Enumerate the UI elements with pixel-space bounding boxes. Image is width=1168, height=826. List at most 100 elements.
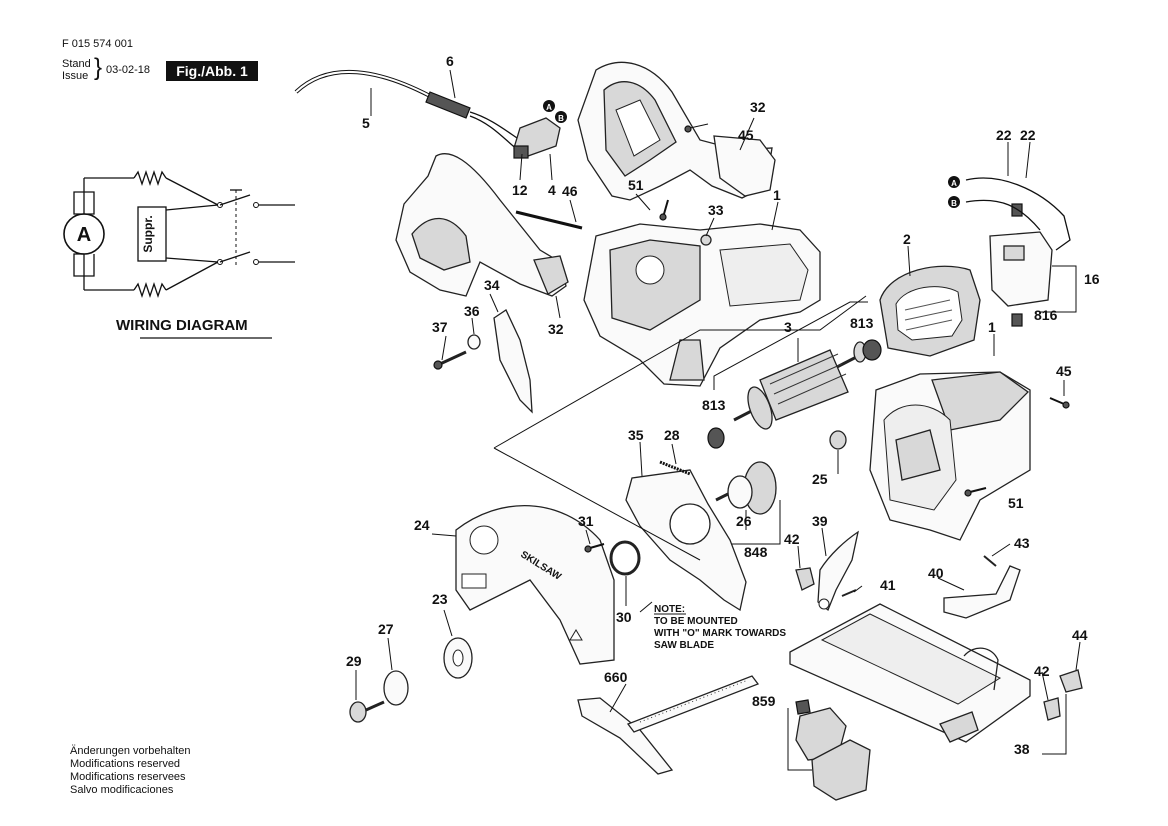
handle-half-left [395, 153, 583, 297]
cord-protector [425, 91, 471, 119]
wiring-diagram-title: WIRING DIAGRAM [116, 317, 248, 334]
callout-1-center: 1 [773, 187, 781, 203]
motor-housing-right [869, 371, 1031, 541]
rip-fence [577, 675, 760, 775]
resistor-top [133, 169, 167, 187]
footer-line-3: Modifications reservees [70, 771, 186, 783]
resistor-bottom [133, 281, 167, 299]
note-line-1: TO BE MOUNTED [654, 616, 738, 627]
leader-lines [355, 69, 1081, 713]
callout-2: 2 [903, 231, 911, 247]
screw-43 [983, 555, 997, 567]
svg-text:A: A [951, 179, 957, 188]
screw-51 [659, 199, 669, 221]
callout-859: 859 [752, 693, 776, 709]
stand-label: Stand [62, 58, 91, 70]
callout-38: 38 [1014, 741, 1030, 757]
bearing-813-upper [862, 339, 882, 361]
callout-44: 44 [1072, 627, 1088, 643]
footer-line-2: Modifications reserved [70, 758, 181, 770]
callout-5: 5 [362, 115, 370, 131]
callout-31: 31 [578, 513, 594, 529]
callout-46: 46 [562, 183, 578, 199]
brush-holder-assembly: A B [948, 176, 1077, 327]
callout-22-left: 22 [996, 127, 1012, 143]
bearing-813-lower [707, 427, 725, 449]
screw-51-right [964, 487, 987, 497]
callout-35: 35 [628, 427, 644, 443]
callout-51-right: 51 [1008, 495, 1024, 511]
callout-4: 4 [548, 182, 556, 198]
callout-41: 41 [880, 577, 896, 593]
gear-assembly [711, 430, 847, 545]
callout-51-upper: 51 [628, 177, 644, 193]
mounting-note: NOTE: TO BE MOUNTED WITH "O" MARK TOWARD… [654, 604, 786, 651]
figure-label: Fig./Abb. 1 [166, 61, 258, 81]
callout-26: 26 [736, 513, 752, 529]
knob-42-right [1043, 697, 1061, 721]
screw-45-right [1049, 397, 1070, 409]
washer-27 [383, 670, 409, 706]
power-cord [294, 69, 521, 151]
suppressor-label: Suppr. [141, 215, 155, 252]
bevel-bracket [795, 530, 859, 612]
issue-date: 03-02-18 [106, 64, 151, 76]
brace: } [94, 54, 103, 81]
callout-6: 6 [446, 53, 454, 69]
marker-b [555, 111, 567, 123]
callout-813-upper: 813 [850, 315, 874, 331]
callout-848: 848 [744, 544, 768, 560]
callout-660: 660 [604, 669, 628, 685]
callout-27: 27 [378, 621, 394, 637]
callout-813-lower: 813 [702, 397, 726, 413]
callout-42-right: 42 [1034, 663, 1050, 679]
marker-a [543, 100, 555, 112]
callout-34: 34 [484, 277, 500, 293]
callout-40: 40 [928, 565, 944, 581]
callout-32-upper: 32 [750, 99, 766, 115]
callout-28: 28 [664, 427, 680, 443]
bearing-25 [829, 430, 847, 450]
svg-text:A: A [546, 103, 552, 112]
svg-text:B: B [558, 114, 564, 123]
brush-lower [1011, 313, 1023, 327]
washer-36 [467, 334, 481, 350]
issue-label: Issue [62, 70, 89, 82]
footer-line-4: Salvo modificaciones [70, 784, 174, 796]
note-line-2: WITH "O" MARK TOWARDS [654, 628, 786, 639]
motor-housing-center [583, 223, 821, 387]
callout-12: 12 [512, 182, 528, 198]
callout-36: 36 [464, 303, 480, 319]
knob-42-left [795, 567, 815, 591]
callout-22-right: 22 [1020, 127, 1036, 143]
note-title: NOTE: [654, 604, 685, 615]
ring-30 [609, 540, 641, 576]
callout-43: 43 [1014, 535, 1030, 551]
callout-33: 33 [708, 202, 724, 218]
field-coil [879, 265, 981, 357]
callout-16: 16 [1084, 271, 1100, 287]
wiring-diagram: A Suppr. WIRING DIAGRAM [63, 169, 295, 339]
screw-37 [439, 350, 467, 366]
screw-41 [841, 589, 857, 597]
svg-text:B: B [951, 199, 957, 208]
callout-1-right: 1 [988, 319, 996, 335]
footer-notice: Änderungen vorbehalten Modifications res… [70, 745, 190, 797]
spring-28 [659, 460, 691, 476]
armature [707, 301, 882, 449]
callout-45-upper: 45 [738, 127, 754, 143]
callout-29: 29 [346, 653, 362, 669]
callout-25: 25 [812, 471, 828, 487]
guide-859 [787, 699, 871, 801]
base-plate [789, 603, 1083, 755]
footer-line-1: Änderungen vorbehalten [70, 745, 191, 757]
suppressor-box [137, 206, 167, 262]
bolt-29 [349, 700, 385, 723]
callout-816: 816 [1034, 307, 1058, 323]
brush-upper [1011, 203, 1023, 217]
doc-number: F 015 574 001 [62, 38, 133, 50]
screw-31 [584, 543, 605, 553]
callout-39: 39 [812, 513, 828, 529]
callout-30: 30 [616, 609, 632, 625]
